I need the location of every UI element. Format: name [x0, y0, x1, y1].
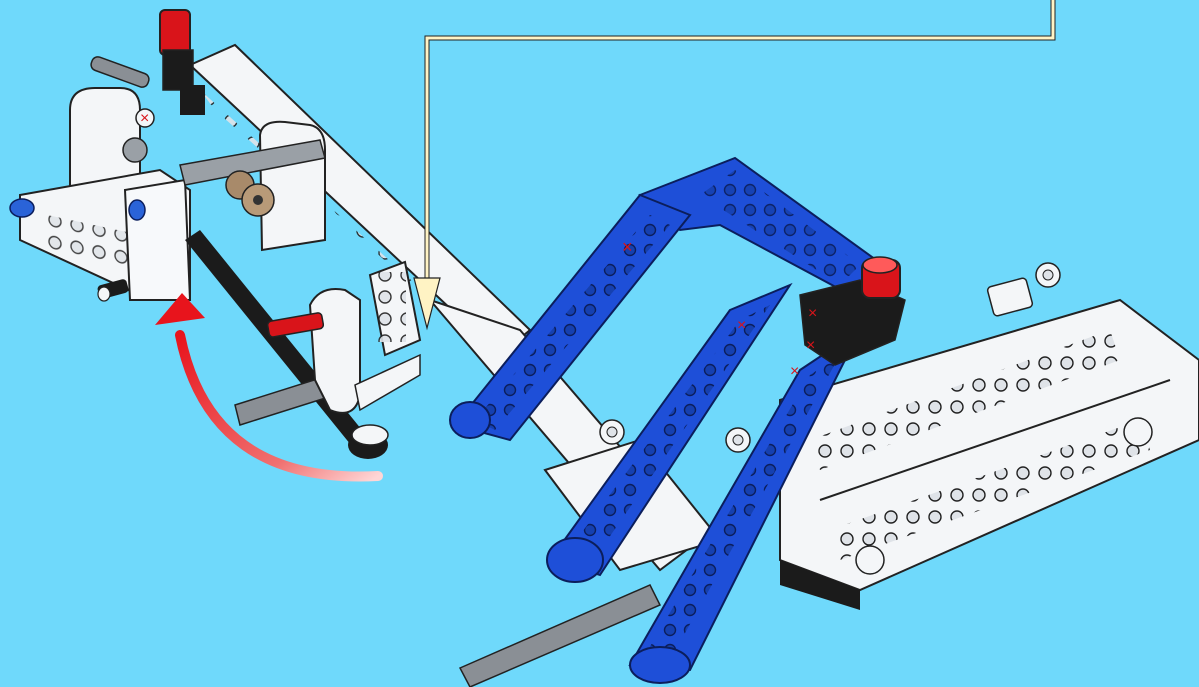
left-frame-assembly: × [10, 10, 530, 459]
svg-text:×: × [806, 337, 815, 354]
blue-pin-center [129, 200, 145, 220]
center-clip-assembly [235, 262, 420, 425]
white-connector [987, 277, 1033, 316]
svg-text:×: × [790, 363, 799, 380]
grey-axle-top [89, 55, 150, 89]
svg-text:×: × [737, 317, 746, 334]
grey-axle-bottom [460, 585, 660, 687]
svg-text:×: × [808, 305, 817, 322]
svg-text:×: × [140, 110, 149, 127]
blue-pin-left [10, 199, 34, 217]
white-frame-front [125, 180, 190, 300]
red-connector-top [160, 10, 190, 55]
svg-text:×: × [622, 237, 633, 257]
